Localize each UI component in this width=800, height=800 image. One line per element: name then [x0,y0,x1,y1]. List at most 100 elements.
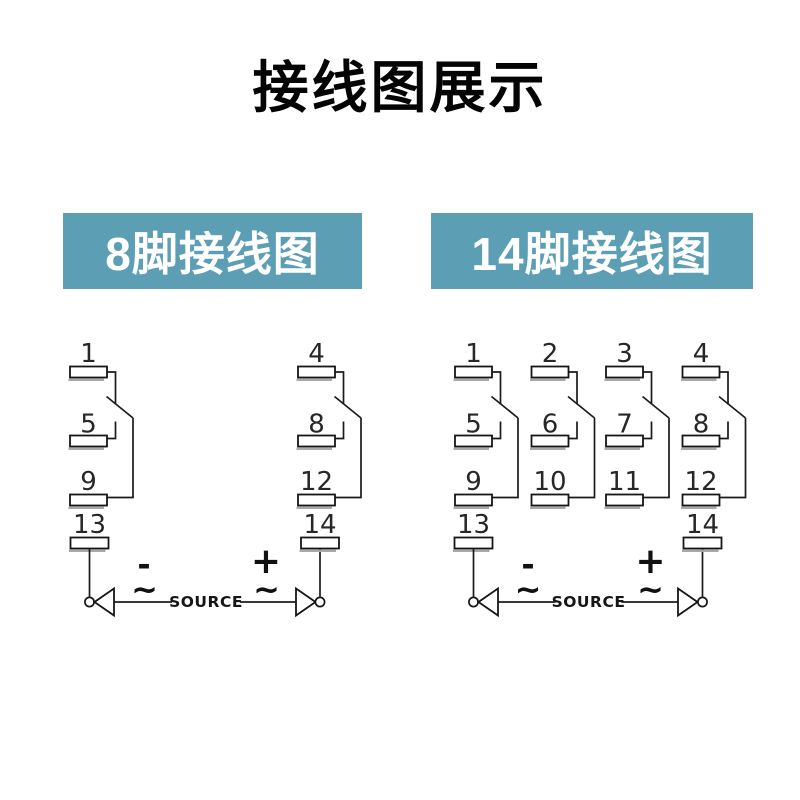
arrow-right-icon [295,586,318,618]
pin-label: 7 [616,410,633,440]
wire-switch-arm [718,395,747,419]
pin-terminal [681,434,721,448]
pin-terminal [297,493,336,507]
pin-label: 14 [303,510,336,540]
panel-header-8pin: 8脚接线图 [63,213,362,289]
pin-label: 11 [608,467,641,497]
pin-terminal [454,434,493,448]
pin-label: 2 [542,339,559,369]
pin-column-14pin-4: 4 8 12 [681,339,747,509]
pin-terminal [530,434,570,448]
ac-symbol: ~ [131,570,158,608]
pin-terminal [530,493,570,507]
pin-label: 5 [465,410,482,440]
pin-label: 9 [80,467,97,497]
pin-label: 12 [684,467,717,497]
arrow-left-icon [92,586,115,618]
plus-symbol: + [635,541,665,582]
pin-terminal [300,536,340,550]
pin-column-8pin-1: 1 5 9 [68,339,134,509]
source-label: SOURCE [552,593,626,611]
plus-symbol: + [251,541,281,582]
pin-label: 14 [686,510,719,540]
pin-terminal [681,365,721,379]
diagram-8pin: 1 5 9 4 8 12 13 [68,339,362,618]
panel-header-14pin: 14脚接线图 [431,213,753,289]
source-label-bg [555,593,622,611]
pin-label: 9 [465,467,482,497]
panel-header-14pin-label: 14脚接线图 [471,228,713,280]
wire-switch-arm [333,395,362,419]
wire-nc-lead [643,418,670,499]
wire-no-stub [568,421,578,440]
source-row-8pin: 13 SOURCE 14 - ~ + ~ [69,510,340,618]
wire-switch-arm [641,395,670,419]
panel-header-8pin-label: 8脚接线图 [105,228,320,280]
pin-column-14pin-1: 1 5 9 [453,339,519,509]
wire-no-stub [643,421,653,440]
ac-symbol: ~ [515,570,542,608]
wire-nc-lead [492,418,519,499]
pin-column-8pin-2: 4 8 12 [296,339,362,509]
source-row-14pin: 13 SOURCE 14 - ~ + ~ [453,510,723,618]
wire-no-stub [719,421,729,440]
pin-column-14pin-2: 2 6 10 [530,339,596,509]
pin-terminal [605,434,644,448]
pin-terminal [605,365,644,379]
pin-label: 13 [73,510,106,540]
pin-terminal [605,493,644,507]
pin-terminal [682,536,723,550]
source-label: SOURCE [169,593,243,611]
wire-nc-lead [720,418,747,499]
source-label-bg [172,593,240,611]
pin-terminal [454,493,493,507]
diagram-14pin: 1 5 9 2 6 10 [453,339,747,618]
wire-no-stub [335,421,345,440]
wire-nc-lead [569,418,596,499]
wire-switch-arm [105,395,134,419]
pin-label: 4 [308,339,325,369]
pin-label: 5 [80,410,97,440]
pin-terminal [297,434,336,448]
node-circle [697,596,708,608]
wire-no-stub [492,421,502,440]
pin-label: 8 [693,410,710,440]
minus-symbol: - [521,546,534,584]
arrow-right-icon [677,586,700,618]
wire-common-lead [335,371,345,405]
node-circle [84,596,95,608]
node-circle [468,596,479,608]
minus-symbol: - [137,546,150,584]
pin-terminal [69,365,108,379]
pin-label: 8 [308,410,325,440]
wire-common-lead [568,371,578,405]
ac-symbol: ~ [253,570,280,608]
pin-label: 4 [693,339,710,369]
pin-label: 3 [616,339,633,369]
pin-label: 12 [300,467,333,497]
wire-switch-arm [490,395,519,419]
wire-switch-arm [567,395,596,419]
wire-no-stub [107,421,117,440]
pin-terminal [530,365,570,379]
pin-label: 6 [542,410,559,440]
wire-common-lead [107,371,117,405]
wire-nc-lead [335,418,362,499]
pin-label: 13 [457,510,490,540]
wire-common-lead [719,371,729,405]
pin-terminal [297,365,336,379]
ac-symbol: ~ [637,570,664,608]
arrow-left-icon [476,586,499,618]
pin-terminal [681,493,721,507]
pin-terminal [69,493,108,507]
page-title: 接线图展示 [252,56,548,119]
node-circle [314,596,326,608]
pin-label: 1 [465,339,482,369]
pin-label: 10 [533,467,566,497]
pin-terminal [454,365,493,379]
wire-nc-lead [107,418,134,499]
pin-column-14pin-3: 3 7 11 [604,339,670,509]
wire-common-lead [643,371,653,405]
pin-label: 1 [80,339,97,369]
